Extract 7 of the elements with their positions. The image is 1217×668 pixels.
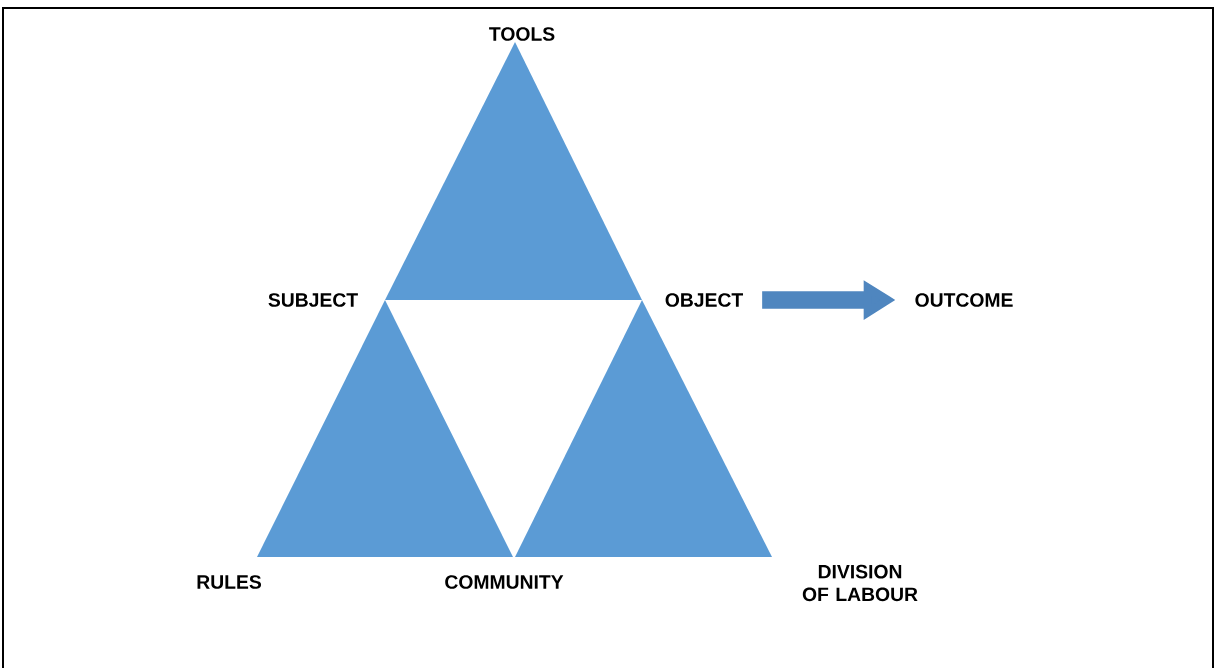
vertex-label: DIVISION OF LABOUR [802,564,918,602]
node-label: OBJECT [665,293,743,307]
vertex-label: RULES [197,575,261,589]
node-label: OUTCOME [915,293,1013,307]
vertex-label: TOOLS [489,27,555,41]
vertex-label: COMMUNITY [445,575,564,589]
vertex-label: SUBJECT [268,293,358,307]
